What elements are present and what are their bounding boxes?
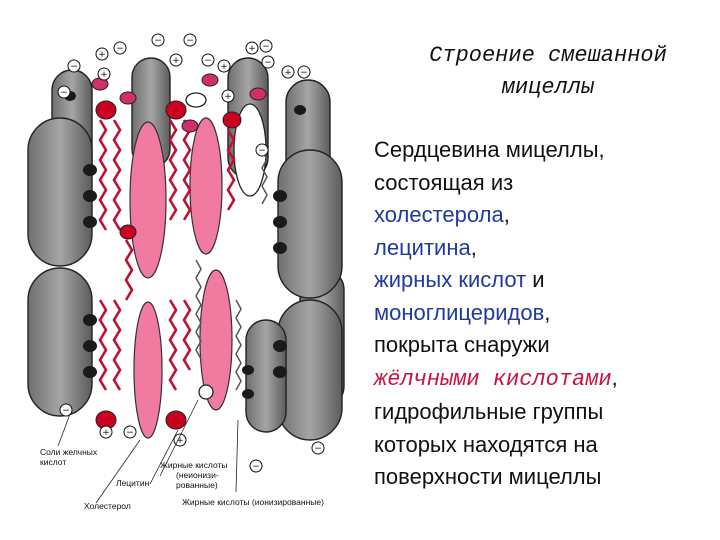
- svg-text:−: −: [252, 462, 260, 472]
- label-lecithin: Лецитин: [116, 478, 150, 488]
- svg-text:+: +: [248, 44, 256, 54]
- body-line-8: жёлчными кислотами,: [374, 362, 714, 397]
- lecithin-heads: [95, 100, 242, 430]
- body-line-10: которых находятся на: [374, 431, 598, 457]
- charge-symbols: +−− +−− ++− +−+ −−− +−+ −−− +−: [57, 33, 325, 473]
- svg-text:−: −: [264, 58, 272, 68]
- slide-title-line2: мицеллы: [501, 75, 595, 100]
- term-fatty-acids: жирных кислот: [374, 267, 527, 292]
- body-line-3: холестерола,: [374, 199, 714, 232]
- label-bile-salts-line1: Соли желчных: [40, 447, 98, 457]
- punct-comma-4: ,: [611, 364, 618, 390]
- svg-text:−: −: [62, 406, 70, 416]
- svg-text:−: −: [262, 42, 270, 52]
- svg-text:+: +: [224, 92, 232, 102]
- leader-lines: [57, 399, 239, 504]
- label-cholesterol: Холестерол: [84, 501, 131, 511]
- body-line-9: гидрофильные группы: [374, 399, 604, 424]
- ionized-heads: [91, 73, 267, 133]
- svg-text:+: +: [100, 70, 108, 80]
- svg-text:+: +: [172, 56, 180, 66]
- label-bile-salts-line2: кислот: [40, 457, 66, 467]
- slide-title: Строение смешанной мицеллы: [388, 40, 708, 104]
- word-and: и: [526, 267, 545, 292]
- white-lipid-bodies: [185, 92, 267, 400]
- svg-text:−: −: [258, 146, 266, 156]
- body-line-6: моноглицеридов,: [374, 297, 714, 330]
- bile-salt-molecules-front: [27, 117, 343, 441]
- svg-text:−: −: [314, 444, 322, 454]
- svg-text:+: +: [220, 62, 228, 72]
- svg-text:−: −: [186, 36, 194, 46]
- label-fatty-nonion-line3: рованные): [176, 480, 218, 490]
- body-line-5: жирных кислот и: [374, 264, 714, 297]
- svg-text:−: −: [300, 68, 308, 78]
- body-line-4: лецитина,: [374, 232, 714, 265]
- body-line-11: поверхности мицеллы: [374, 464, 602, 489]
- term-monoglycerides: моноглицеридов: [374, 299, 545, 325]
- svg-text:+: +: [284, 68, 292, 78]
- term-bile-acids: жёлчными кислотами: [374, 366, 612, 392]
- svg-text:−: −: [204, 56, 212, 66]
- svg-text:−: −: [154, 36, 162, 46]
- slide-title-line1: Строение смешанной: [429, 43, 667, 68]
- svg-text:+: +: [102, 428, 110, 438]
- svg-text:−: −: [126, 428, 134, 438]
- body-line-7: покрыта снаружи: [374, 332, 550, 357]
- bile-salt-knobs: [64, 91, 306, 399]
- cholesterol-molecules: [129, 117, 233, 439]
- label-fatty-nonion-line2: (неионизи-: [176, 470, 219, 480]
- svg-text:−: −: [60, 88, 68, 98]
- term-lecithin: лецитина: [374, 234, 471, 260]
- svg-text:+: +: [176, 436, 184, 446]
- punct-comma-2: ,: [470, 234, 477, 260]
- grey-chains: [195, 149, 268, 391]
- body-line-1: Сердцевина мицеллы,: [374, 137, 605, 162]
- body-line-2: состоящая из: [374, 169, 514, 195]
- term-cholesterol: холестерола: [374, 202, 504, 227]
- svg-text:+: +: [98, 50, 106, 60]
- svg-text:−: −: [70, 62, 78, 72]
- label-fatty-ionized: Жирные кислоты (ионизированные): [182, 497, 324, 507]
- mixed-micelle-diagram: +−− +−− ++− +−+ −−− +−+ −−− +− Соли желч…: [27, 33, 345, 511]
- fatty-acid-chains: [98, 119, 236, 391]
- svg-text:−: −: [116, 44, 124, 54]
- punct-comma-1: ,: [503, 202, 510, 227]
- slide-body: Сердцевина мицеллы, состоящая из холесте…: [374, 134, 714, 494]
- label-fatty-nonion-line1: Жирные кислоты: [160, 460, 228, 470]
- punct-comma-3: ,: [544, 299, 551, 325]
